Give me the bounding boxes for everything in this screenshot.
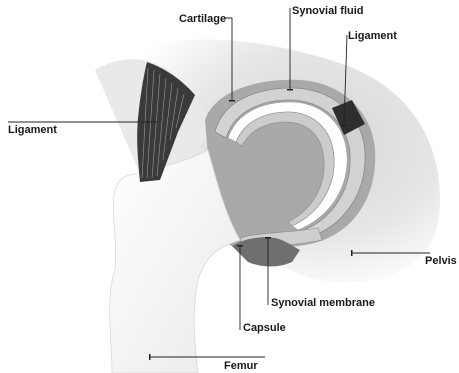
label-pelvis: Pelvis	[425, 255, 457, 267]
capsule-tick	[237, 245, 243, 247]
cartilage-tick	[229, 100, 235, 102]
label-synovial-membrane: Synovial membrane	[271, 297, 375, 309]
label-ligament-top: Ligament	[348, 30, 397, 42]
membrane-tick	[265, 237, 271, 239]
femur-tick	[149, 354, 151, 360]
label-synovial-fluid: Synovial fluid	[292, 5, 364, 17]
label-cartilage: Cartilage	[179, 13, 226, 25]
synovial-fluid-tick	[287, 89, 293, 91]
ligament-tick	[341, 125, 347, 127]
label-femur: Femur	[224, 360, 258, 372]
label-ligament-left: Ligament	[8, 124, 57, 136]
pelvis-tick	[351, 250, 353, 256]
label-capsule: Capsule	[243, 322, 286, 334]
